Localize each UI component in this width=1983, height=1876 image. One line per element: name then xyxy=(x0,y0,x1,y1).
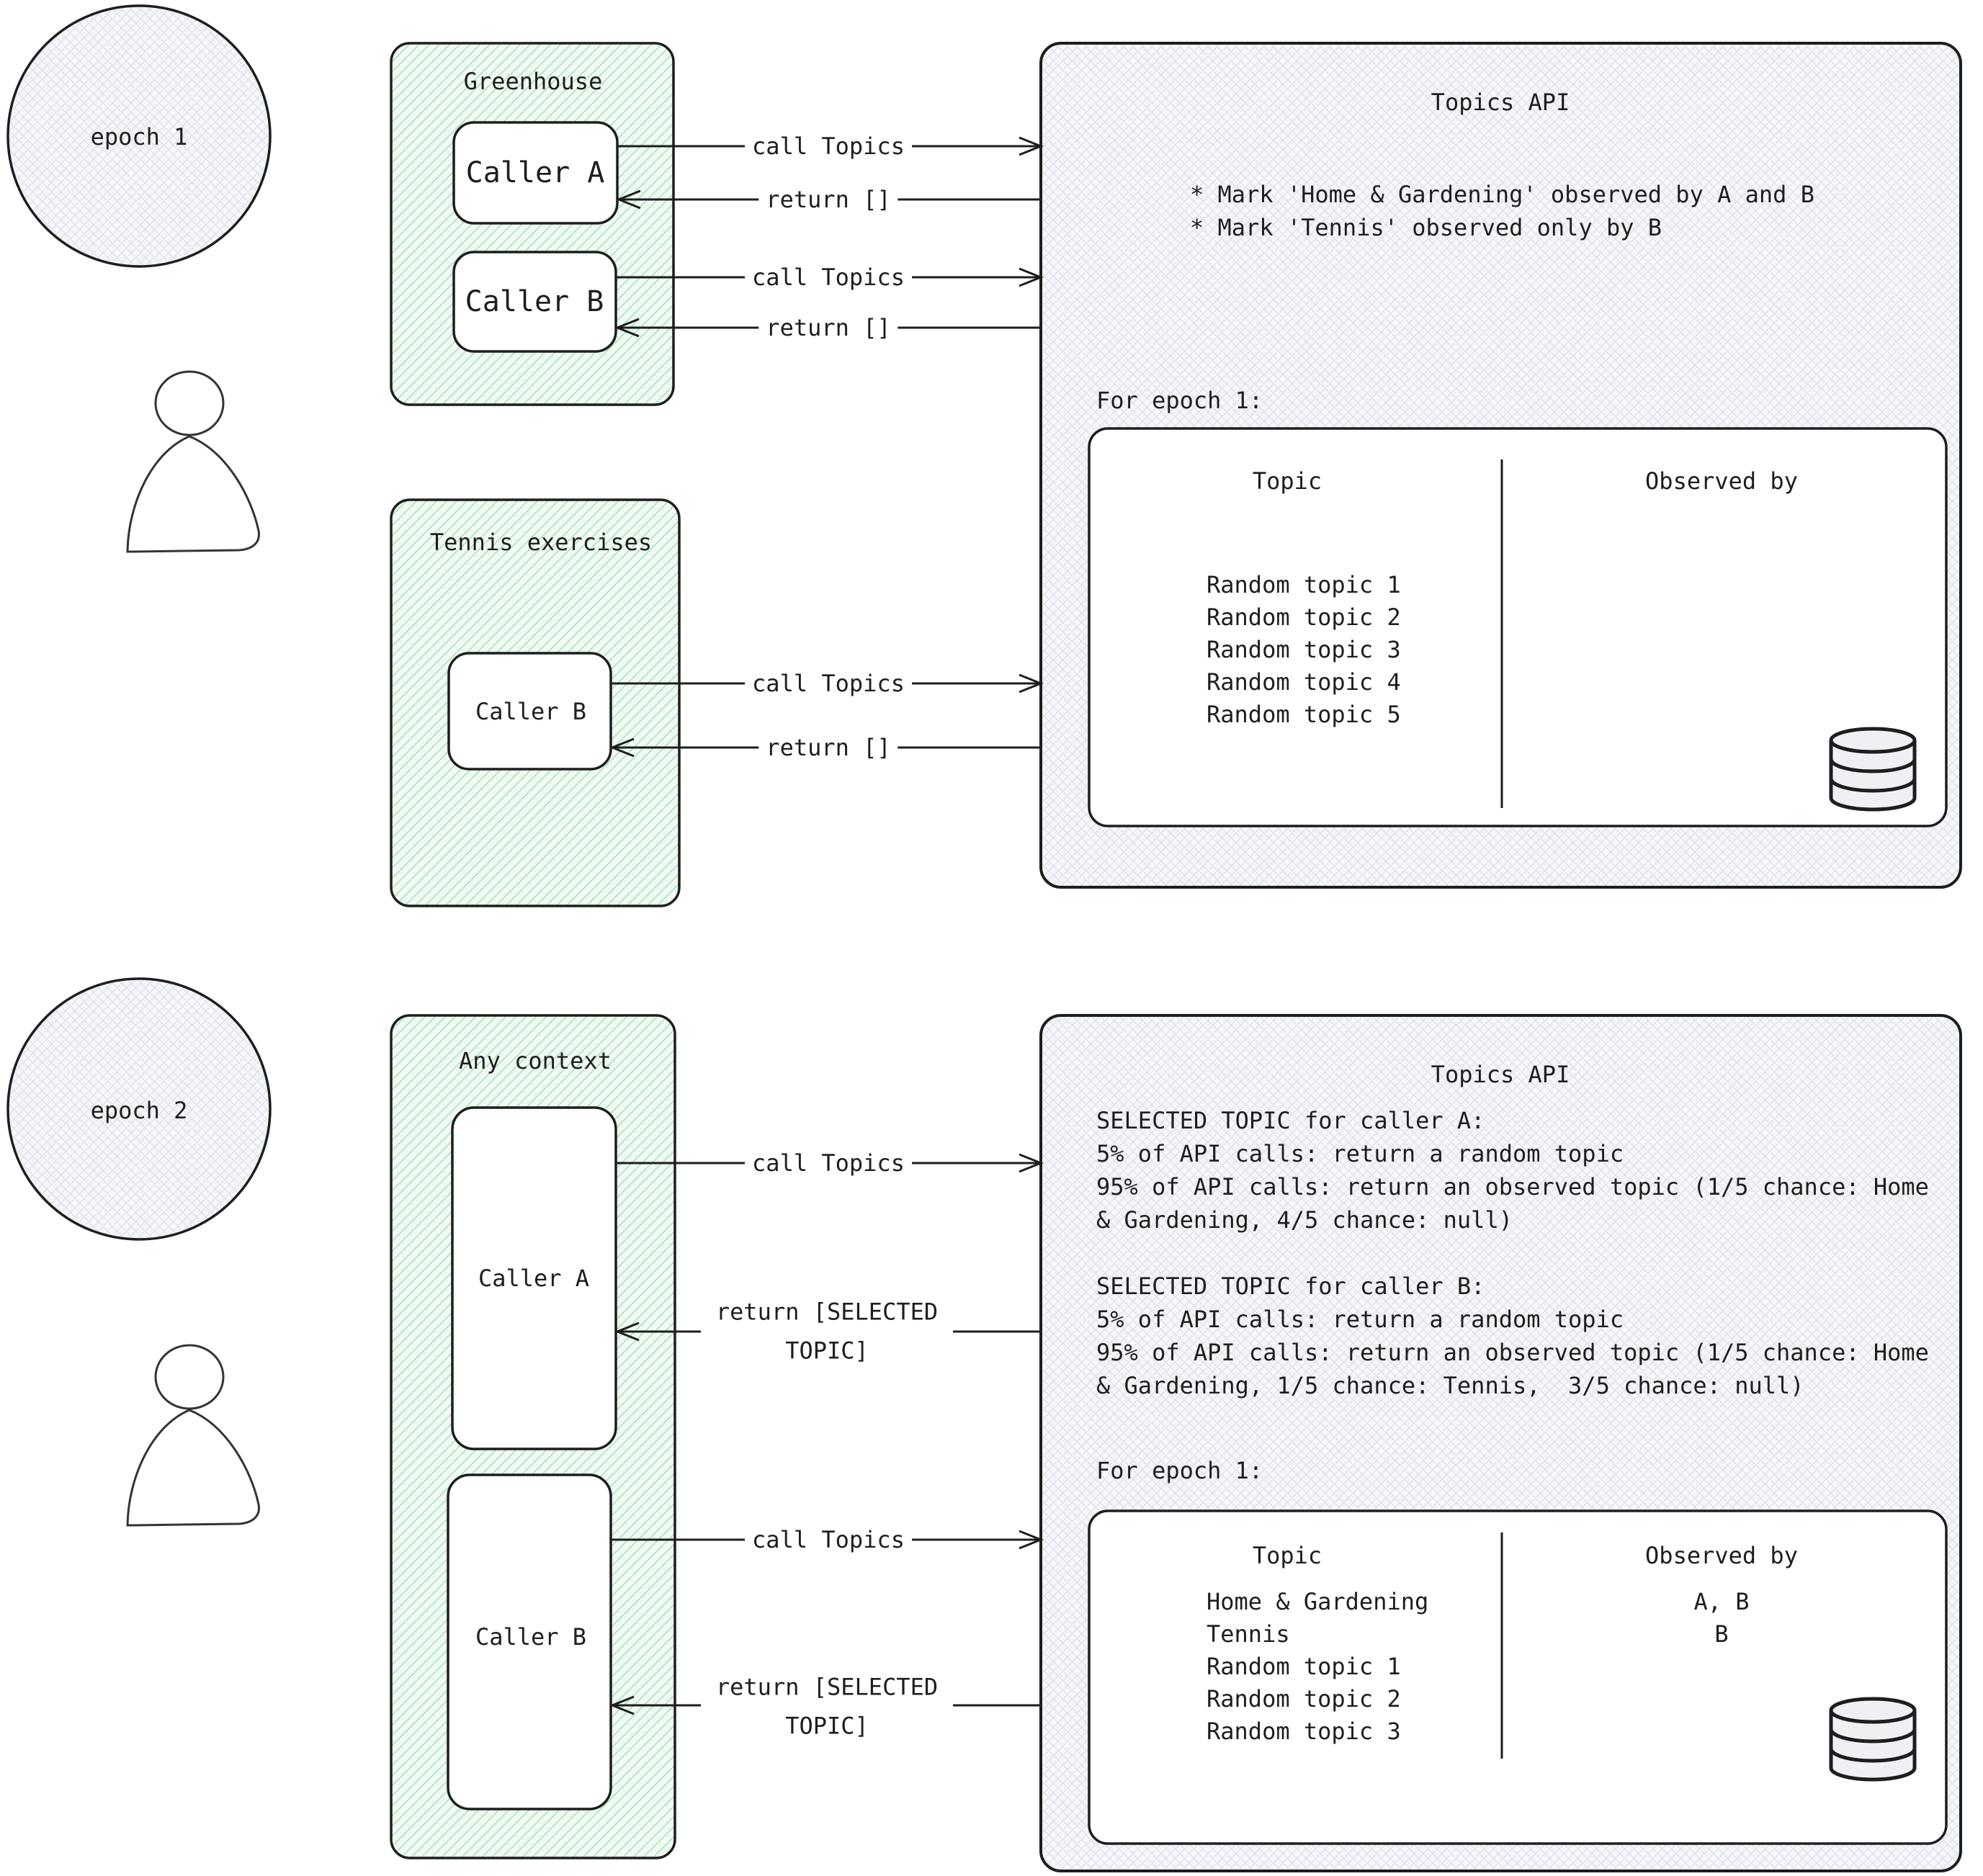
api2-observed-column: A, B B xyxy=(1577,1586,1866,1748)
return-tennis-label: return [] xyxy=(758,732,898,763)
person-icon xyxy=(126,370,260,553)
table-cell-observed xyxy=(1577,1715,1866,1748)
table-cell-observed xyxy=(1577,1683,1866,1715)
api2-selection-rules: SELECTED TOPIC for caller A: 5% of API c… xyxy=(1096,1104,1929,1402)
api1-note: * Mark 'Tennis' observed only by B xyxy=(1190,214,1662,241)
caller-b2-label: Caller B xyxy=(475,1623,587,1651)
api2-rule-line: SELECTED TOPIC for caller A: xyxy=(1096,1107,1485,1134)
caller-a2-label: Caller A xyxy=(478,1264,590,1292)
api2-topic-column: Home & Gardening Tennis Random topic 1 R… xyxy=(1207,1586,1428,1748)
tennis-caller-b-label: Caller B xyxy=(475,697,587,725)
tennis-caller-b-box xyxy=(447,652,612,771)
api2-table-box xyxy=(1088,1509,1948,1845)
epoch2-label: epoch 2 xyxy=(90,1096,188,1124)
api2-rule-line: 5% of API calls: return a random topic xyxy=(1096,1140,1624,1167)
api1-col-observed: Observed by xyxy=(1645,467,1798,495)
epoch1-label: epoch 1 xyxy=(90,122,188,151)
table-cell-observed xyxy=(1577,601,1866,634)
database-icon xyxy=(1829,1697,1917,1782)
caller-a-label: Caller A xyxy=(465,156,605,189)
caller-a-box xyxy=(452,121,619,225)
caller-b-box xyxy=(452,251,617,353)
table-cell-topic: Tennis xyxy=(1207,1620,1290,1648)
api1-for-epoch-label: For epoch 1: xyxy=(1096,387,1263,414)
caller-b2-box xyxy=(447,1473,612,1810)
any-context-title: Any context xyxy=(459,1046,612,1074)
call-topics-a1-label: call Topics xyxy=(745,130,912,162)
api1-topic-column: Random topic 1 Random topic 2 Random top… xyxy=(1207,569,1401,731)
table-cell-topic: Random topic 3 xyxy=(1207,636,1401,663)
database-icon xyxy=(1829,727,1917,812)
call-topics-a2-label: call Topics xyxy=(745,1147,912,1179)
table-cell-topic: Home & Gardening xyxy=(1207,1588,1429,1615)
epoch2-circle xyxy=(6,977,272,1241)
api2-rule-line: SELECTED TOPIC for caller B: xyxy=(1096,1273,1485,1300)
topics-api-title-1: Topics API xyxy=(1431,88,1570,116)
tennis-title: Tennis exercises xyxy=(429,528,653,556)
api1-note: * Mark 'Home & Gardening' observed by A … xyxy=(1190,181,1814,208)
api2-col-observed: Observed by xyxy=(1645,1541,1798,1569)
api1-observed-column xyxy=(1577,569,1866,731)
api2-col-topic: Topic xyxy=(1252,1541,1322,1569)
table-cell-observed: B xyxy=(1714,1620,1729,1648)
table-cell-topic: Random topic 5 xyxy=(1207,701,1401,728)
call-topics-b1-label: call Topics xyxy=(745,261,912,293)
api2-rule-line: 95% of API calls: return an observed top… xyxy=(1096,1173,1929,1200)
api1-col-topic: Topic xyxy=(1252,467,1322,495)
return-selected-a2-label: return [SELECTED TOPIC] xyxy=(701,1292,953,1371)
person-icon xyxy=(126,1344,260,1527)
return-a1-label: return [] xyxy=(758,184,898,215)
table-cell-observed xyxy=(1577,699,1866,731)
call-topics-b2-label: call Topics xyxy=(745,1524,912,1556)
api2-rule-line: 5% of API calls: return a random topic xyxy=(1096,1306,1624,1333)
greenhouse-title: Greenhouse xyxy=(463,67,603,95)
api2-rule-line: & Gardening, 1/5 chance: Tennis, 3/5 cha… xyxy=(1096,1372,1804,1399)
caller-a2-box xyxy=(451,1106,617,1450)
table-cell-topic: Random topic 2 xyxy=(1207,603,1401,631)
call-topics-tennis-label: call Topics xyxy=(745,668,912,699)
table-cell-topic: Random topic 4 xyxy=(1207,668,1401,696)
api2-for-epoch-label: For epoch 1: xyxy=(1096,1457,1263,1484)
caller-b-label: Caller B xyxy=(465,285,604,318)
api2-rule-line: 95% of API calls: return an observed top… xyxy=(1096,1339,1929,1366)
api1-table-box xyxy=(1088,427,1948,827)
table-cell-topic: Random topic 3 xyxy=(1207,1718,1401,1745)
table-cell-observed: A, B xyxy=(1693,1588,1750,1615)
table-cell-observed xyxy=(1577,666,1866,699)
epoch1-circle xyxy=(6,4,272,268)
table-cell-topic: Random topic 2 xyxy=(1207,1685,1401,1713)
table-cell-observed xyxy=(1577,1651,1866,1683)
table-cell-topic: Random topic 1 xyxy=(1207,1653,1401,1680)
topics-api-title-2: Topics API xyxy=(1431,1060,1570,1088)
api2-rule-line: & Gardening, 4/5 chance: null) xyxy=(1096,1206,1513,1234)
table-cell-topic: Random topic 1 xyxy=(1207,571,1401,598)
table-cell-observed xyxy=(1577,634,1866,666)
api2-rule-line xyxy=(1096,1237,1929,1270)
table-cell-observed xyxy=(1577,569,1866,601)
return-b1-label: return [] xyxy=(758,312,898,344)
api1-notes: * Mark 'Home & Gardening' observed by A … xyxy=(1190,178,1814,244)
return-selected-b2-label: return [SELECTED TOPIC] xyxy=(701,1667,953,1746)
